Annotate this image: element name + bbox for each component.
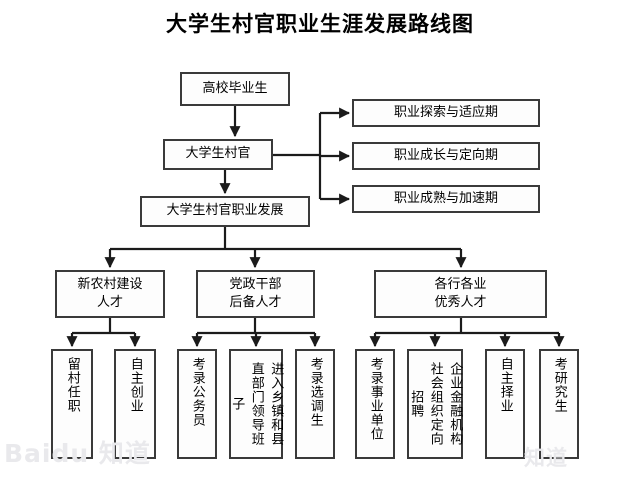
page-title: 大学生村官职业生涯发展路线图	[166, 12, 474, 36]
node-enterprise-recruitment[interactable]: 企业金融机构社会组织定向招聘	[407, 349, 463, 459]
node-free-employment[interactable]: 自主择业	[485, 349, 525, 459]
node-xuandiaosheng-exam[interactable]: 考录选调生	[295, 349, 335, 459]
node-stage-growth[interactable]: 职业成长与定向期	[352, 142, 540, 170]
node-stage-maturity[interactable]: 职业成熟与加速期	[352, 185, 540, 213]
watermark-baidu-right: 知道	[524, 446, 568, 470]
node-career-development[interactable]: 大学生村官职业发展	[140, 196, 310, 227]
node-graduate[interactable]: 高校毕业生	[180, 72, 290, 106]
node-graduate-study[interactable]: 考研究生	[539, 349, 579, 459]
node-stage-exploration[interactable]: 职业探索与适应期	[352, 99, 540, 127]
node-stay-village[interactable]: 留村任职	[51, 349, 93, 459]
node-township-leadership[interactable]: 进入乡镇和县直部门领导班子	[229, 349, 283, 459]
node-public-institution-exam[interactable]: 考录事业单位	[355, 349, 395, 459]
node-category-party-cadre-reserve[interactable]: 党政干部后备人才	[196, 270, 315, 318]
node-category-rural-talent[interactable]: 新农村建设人才	[55, 270, 165, 318]
node-village-official[interactable]: 大学生村官	[163, 139, 273, 170]
node-civil-servant-exam[interactable]: 考录公务员	[177, 349, 217, 459]
watermark-baidu-left: Baidu 知道	[4, 439, 151, 468]
node-category-industry-talent[interactable]: 各行各业优秀人才	[374, 270, 547, 318]
node-entrepreneurship[interactable]: 自主创业	[114, 349, 156, 459]
